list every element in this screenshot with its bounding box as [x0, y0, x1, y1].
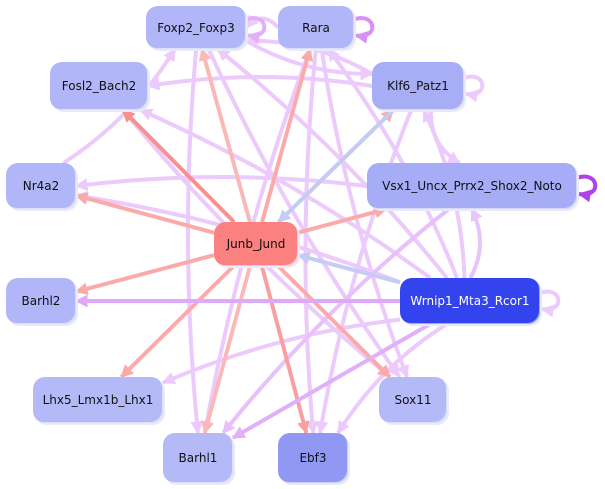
edge-junb-to-lhx5: [119, 264, 236, 379]
edge-wrnip1-to-junb: [296, 251, 401, 285]
node-label: Vsx1_Uncx_Prrx2_Shox2_Noto: [382, 179, 562, 193]
node-label: Barhl1: [178, 451, 218, 465]
edge-rara-to-foxp2: [244, 14, 280, 29]
node-klf6[interactable]: Klf6_Patz1: [372, 62, 464, 110]
edge-junb-to-ebf3: [259, 265, 310, 435]
node-junb[interactable]: Junb_Jund: [214, 222, 298, 266]
edge-klf6-to-vsx1: [428, 109, 461, 165]
node-label: Nr4a2: [22, 179, 60, 193]
edge-junb-to-fosl2: [121, 108, 236, 224]
node-sox11[interactable]: Sox11: [379, 377, 447, 423]
node-label: Wrnip1_Mta3_Rcor1: [410, 294, 530, 308]
node-label: Fosl2_Bach2: [61, 79, 137, 93]
edge-klf6-to-junb: [277, 108, 395, 224]
edge-junb-to-barhl2: [74, 253, 215, 295]
self-loop-wrnip1: [539, 289, 561, 318]
node-rara[interactable]: Rara: [278, 6, 354, 49]
node-vsx1[interactable]: Vsx1_Uncx_Prrx2_Shox2_Noto: [367, 163, 577, 209]
edge-rara-to-ebf3: [303, 48, 319, 435]
node-wrnip1[interactable]: Wrnip1_Mta3_Rcor1: [400, 278, 540, 324]
edge-junb-to-barhl1: [201, 265, 252, 435]
node-fosl2[interactable]: Fosl2_Bach2: [50, 62, 148, 110]
node-lhx5[interactable]: Lhx5_Lmx1b_Lhx1: [33, 377, 163, 423]
self-loop-rara: [353, 16, 375, 44]
node-barhl1[interactable]: Barhl1: [163, 433, 233, 483]
node-nr4a2[interactable]: Nr4a2: [6, 163, 76, 209]
node-label: Sox11: [394, 393, 432, 407]
edge-wrnip1-to-vsx1: [468, 207, 483, 279]
edge-foxp2-to-sox11: [206, 48, 402, 379]
node-barhl2[interactable]: Barhl2: [6, 278, 76, 324]
edge-wrnip1-to-rara: [326, 47, 459, 279]
edge-junb-to-vsx1: [297, 205, 388, 235]
edge-wrnip1-to-barhl1: [231, 322, 432, 440]
edge-junb-to-foxp2: [198, 47, 252, 223]
edge-klf6-to-fosl2: [146, 75, 373, 91]
edge-foxp2-to-barhl1: [185, 48, 204, 435]
edge-junb-to-sox11: [276, 264, 392, 379]
edge-junb-to-rara: [260, 47, 314, 223]
self-loop-foxp2: [245, 16, 267, 44]
self-loop-vsx1: [576, 174, 598, 203]
node-label: Junb_Jund: [226, 237, 286, 251]
node-label: Rara: [302, 20, 330, 35]
self-loops-layer: [245, 16, 598, 318]
node-ebf3[interactable]: Ebf3: [278, 433, 348, 483]
edge-vsx1-to-nr4a2: [74, 175, 368, 191]
node-label: Barhl2: [21, 294, 61, 308]
node-label: Ebf3: [299, 451, 327, 465]
edges-layer: [62, 14, 483, 440]
node-foxp2[interactable]: Foxp2_Foxp3: [146, 6, 246, 49]
node-label: Klf6_Patz1: [387, 79, 449, 93]
node-label: Foxp2_Foxp3: [157, 20, 235, 35]
edge-junb-to-nr4a2: [74, 192, 215, 235]
self-loop-klf6: [463, 74, 485, 103]
node-label: Lhx5_Lmx1b_Lhx1: [42, 393, 154, 407]
